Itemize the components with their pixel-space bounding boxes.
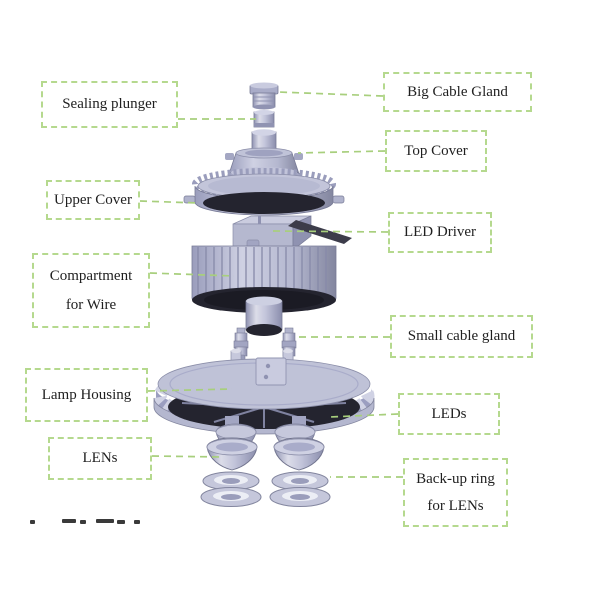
label-text: Upper Cover <box>54 191 132 208</box>
label-text: for LENs <box>427 497 484 514</box>
backup-rings-part <box>200 471 331 507</box>
label-backup-ring: Back-up ring for LENs <box>403 458 508 527</box>
led-driver-part <box>232 215 352 251</box>
label-leds: LEDs <box>398 393 500 435</box>
label-text: Sealing plunger <box>62 96 157 113</box>
upper-cover-part <box>183 168 345 216</box>
lens-domes-part <box>206 416 325 471</box>
label-top-cover: Top Cover <box>385 130 487 172</box>
leader-lines <box>139 91 403 478</box>
lamp-housing-part <box>153 348 375 435</box>
label-text: LENs <box>82 450 118 467</box>
label-big-cable-gland: Big Cable Gland <box>383 72 532 112</box>
label-text: Top Cover <box>404 142 468 159</box>
label-sealing-plunger: Sealing plunger <box>41 81 178 128</box>
label-lens: LENs <box>48 437 152 480</box>
label-compartment-for-wire: Compartment for Wire <box>32 253 150 328</box>
label-text: for Wire <box>65 296 117 313</box>
label-text: Back-up ring <box>416 470 495 487</box>
big-cable-gland-part <box>249 82 279 110</box>
wire-tube-part <box>245 296 283 336</box>
label-upper-cover: Upper Cover <box>46 180 140 220</box>
clipped-text-fragment <box>28 518 148 532</box>
label-led-driver: LED Driver <box>388 212 492 253</box>
label-text: Big Cable Gland <box>407 83 508 100</box>
label-text: Small cable gland <box>407 328 516 345</box>
label-text: LEDs <box>431 405 467 422</box>
compartment-for-wire-part <box>191 245 337 313</box>
label-lamp-housing: Lamp Housing <box>25 368 148 422</box>
label-small-cable-gland: Small cable gland <box>390 315 533 358</box>
label-text: LED Driver <box>403 224 477 241</box>
label-text: Lamp Housing <box>41 386 132 403</box>
sealing-plunger-part <box>253 110 275 128</box>
label-text: Compartment <box>49 267 133 284</box>
